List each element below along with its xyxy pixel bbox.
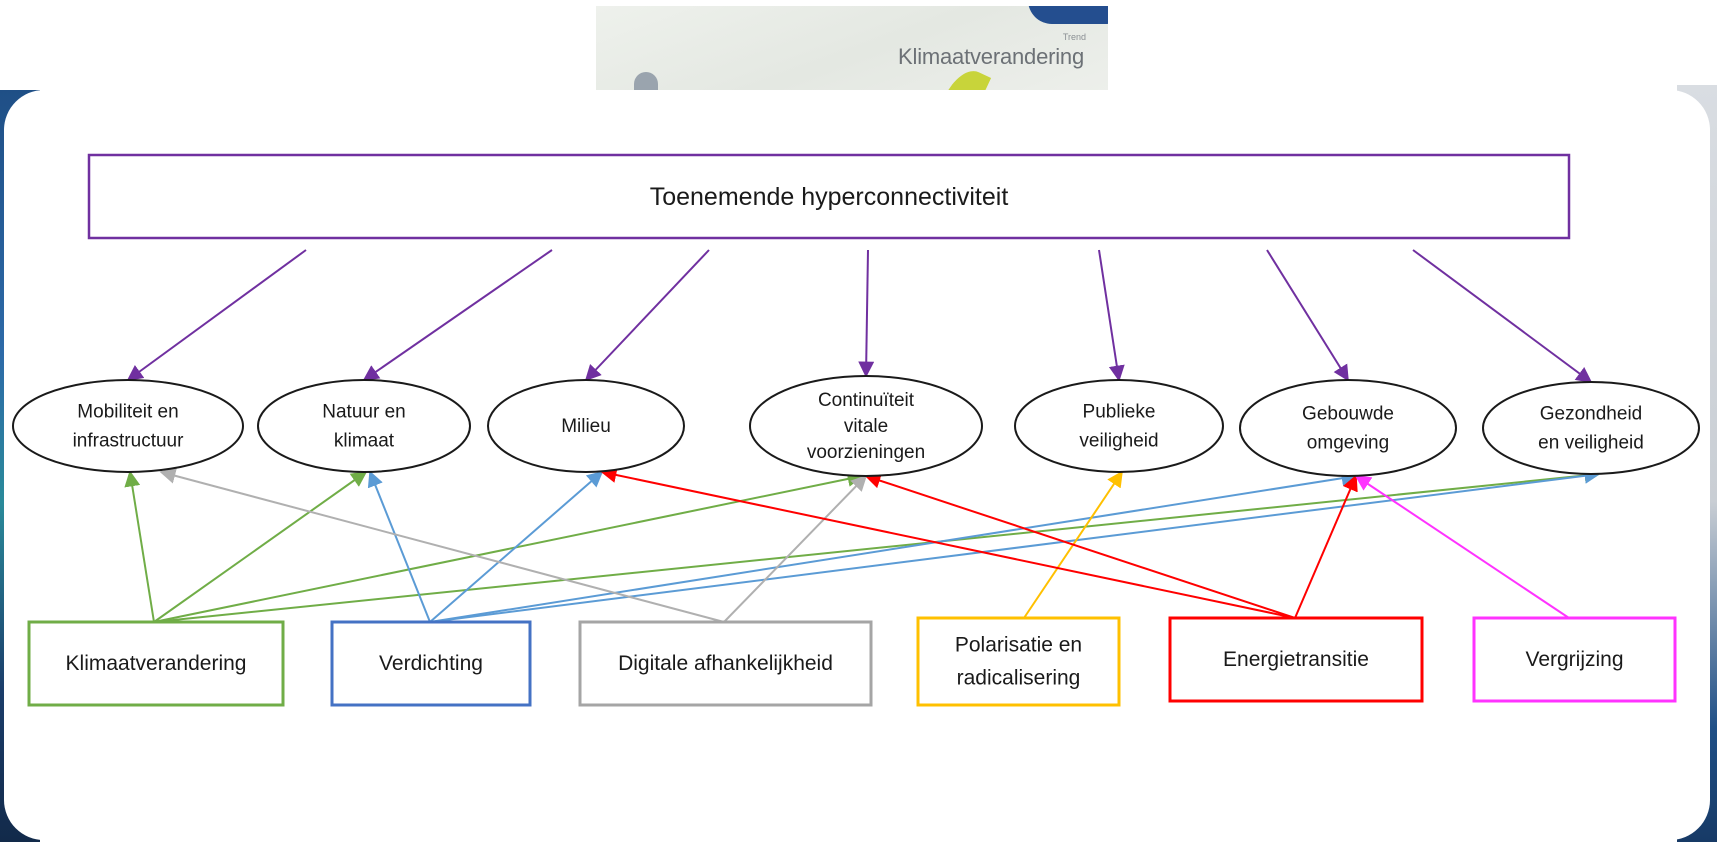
domain-label: en veiligheid	[1538, 433, 1644, 454]
arrow-verdichting-to-natuur	[367, 470, 431, 623]
domain-veiligheid: Publieke veiligheid	[1014, 379, 1224, 473]
domain-continuiteit: Continuïteit vitale voorzieningen	[749, 375, 983, 477]
domain-label: Milieu	[561, 416, 611, 437]
trend-klimaat: Klimaatverandering	[27, 620, 285, 707]
domain-label: vitale	[844, 416, 888, 437]
domain-ellipse	[12, 379, 244, 473]
arrow-energie-to-milieu	[600, 467, 1296, 619]
arrow-hyperconnectiviteit-to-natuur	[362, 249, 553, 381]
arrow-hyperconnectiviteit-to-continuiteit	[858, 249, 875, 378]
domain-ellipse	[749, 375, 983, 477]
thumbnail-sea-shape	[1028, 6, 1108, 24]
arrow-hyperconnectiviteit-to-gezondheid	[1412, 249, 1593, 383]
domain-milieu: Milieu	[487, 379, 685, 473]
top-box	[87, 153, 1571, 240]
domain-label: klimaat	[334, 431, 395, 452]
trend-box	[27, 620, 285, 707]
arrows-layer	[124, 249, 1601, 623]
trend-label: Polarisatie en	[955, 634, 1082, 657]
trend-box	[916, 616, 1121, 707]
domain-gebouwde: Gebouwde omgeving	[1239, 379, 1457, 477]
trend-verdichting: Verdichting	[330, 620, 532, 707]
trend-polarisatie: Polarisatie en radicalisering	[916, 616, 1121, 707]
thumbnail-title: Klimaatverandering	[898, 44, 1084, 69]
trend-vergrijzing: Vergrijzing	[1472, 616, 1677, 703]
trend-energie: Energietransitie	[1168, 616, 1424, 703]
arrow-hyperconnectiviteit-to-gebouwde	[1266, 249, 1349, 382]
arrow-klimaat-to-continuiteit	[153, 471, 864, 623]
domain-gezondheid: Gezondheid en veiligheid	[1482, 381, 1700, 475]
trend-label: Energietransitie	[1223, 648, 1369, 671]
arrow-klimaat-to-gezondheid	[153, 467, 1601, 623]
arrow-hyperconnectiviteit-to-milieu	[584, 249, 710, 382]
trend-box	[1168, 616, 1424, 703]
trend-label: Digitale afhankelijkheid	[618, 652, 833, 675]
trend-digitaal: Digitale afhankelijkheid	[578, 620, 873, 707]
trend-label: Vergrijzing	[1525, 648, 1623, 671]
arrow-hyperconnectiviteit-to-mobiliteit	[126, 249, 307, 381]
trend-box	[578, 620, 873, 707]
trend-box	[330, 620, 532, 707]
trend-label: radicalisering	[957, 667, 1081, 690]
arrow-energie-to-gebouwde	[1294, 474, 1358, 619]
arrow-verdichting-to-gebouwde	[429, 470, 1358, 623]
domain-natuur: Natuur en klimaat	[257, 379, 471, 473]
arrow-klimaat-to-mobiliteit	[124, 470, 155, 623]
domain-label: infrastructuur	[73, 431, 185, 452]
arrow-energie-to-continuiteit	[864, 472, 1296, 619]
domain-ellipse	[257, 379, 471, 473]
domain-label: Mobiliteit en	[77, 402, 178, 423]
domain-label: Gebouwde	[1302, 404, 1394, 425]
arrow-klimaat-to-natuur	[153, 471, 368, 623]
arrow-digitaal-to-continuiteit	[723, 474, 868, 623]
trend-influence-diagram: Toenemende hyperconnectiviteit Mobilitei…	[12, 153, 1700, 707]
domains-layer: Mobiliteit en infrastructuur Natuur en klim…	[12, 375, 1700, 477]
trend-label: Verdichting	[379, 652, 483, 675]
domain-ellipse	[1014, 379, 1224, 473]
domain-label: Natuur en	[322, 402, 405, 423]
arrow-hyperconnectiviteit-to-veiligheid	[1098, 249, 1125, 382]
domain-ellipse	[487, 379, 685, 473]
domain-ellipse	[1482, 381, 1700, 475]
domain-label: Gezondheid	[1540, 404, 1642, 425]
diagram-card: Toenemende hyperconnectiviteit Mobilitei…	[4, 90, 1710, 840]
domain-ellipse	[1239, 379, 1457, 477]
top-box-layer: Toenemende hyperconnectiviteit	[87, 153, 1571, 240]
trend-box	[1472, 616, 1677, 703]
trend-label: Klimaatverandering	[66, 652, 247, 675]
domain-label: omgeving	[1307, 433, 1389, 454]
domain-label: Continuïteit	[818, 390, 915, 411]
domain-label: voorzieningen	[807, 442, 925, 463]
domain-mobiliteit: Mobiliteit en infrastructuur	[12, 379, 244, 473]
arrow-verdichting-to-milieu	[429, 470, 604, 623]
arrow-digitaal-to-mobiliteit	[159, 467, 725, 623]
thumbnail-kicker: Trend	[1062, 32, 1086, 42]
trends-layer: Klimaatverandering Verdichting Digitale af…	[27, 616, 1677, 707]
arrow-verdichting-to-gezondheid	[429, 467, 1601, 623]
domain-label: veiligheid	[1079, 431, 1158, 452]
arrow-vergrijzing-to-gebouwde	[1354, 475, 1570, 619]
domain-label: Publieke	[1083, 402, 1156, 423]
top-box-label: Toenemende hyperconnectiviteit	[650, 183, 1009, 211]
